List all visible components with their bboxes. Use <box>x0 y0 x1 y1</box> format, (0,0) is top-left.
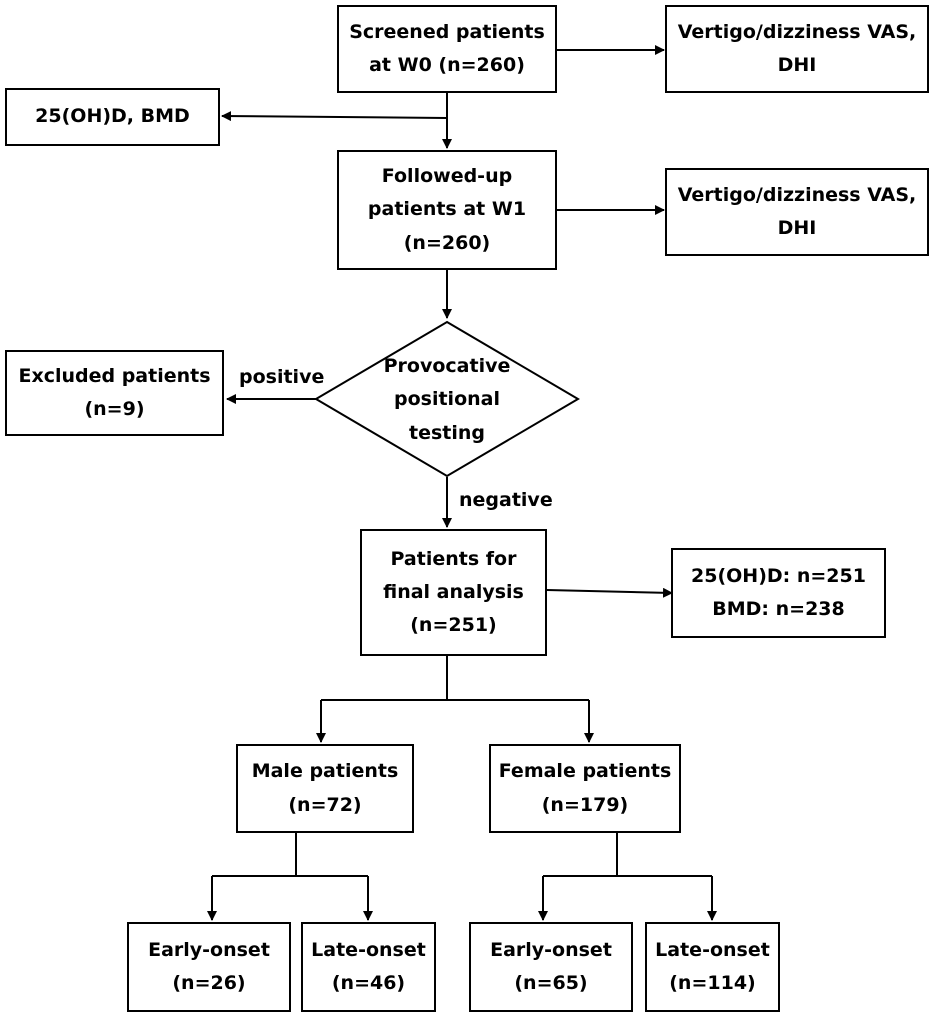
node-vas-w0: Vertigo/dizziness VAS, DHI <box>665 5 929 93</box>
arrow-final-to-counts <box>546 587 673 598</box>
node-female-early: Early-onset (n=65) <box>469 922 633 1012</box>
decision-diamond <box>314 320 580 478</box>
node-male-late: Late-onset (n=46) <box>301 922 436 1012</box>
edge-label-positive: positive <box>239 366 325 388</box>
node-female-late: Late-onset (n=114) <box>645 922 780 1012</box>
node-ohd-bmd: 25(OH)D, BMD <box>5 88 220 146</box>
arrow-to-ohd-bmd <box>221 111 448 122</box>
node-male: Male patients (n=72) <box>236 744 414 833</box>
node-excluded: Excluded patients (n=9) <box>5 350 224 436</box>
node-final: Patients for final analysis (n=251) <box>360 529 547 656</box>
node-male-early: Early-onset (n=26) <box>127 922 291 1012</box>
node-testing: Provocative positional testing <box>383 355 511 444</box>
node-screened: Screened patients at W0 (n=260) <box>337 5 557 93</box>
node-vas-w1: Vertigo/dizziness VAS, DHI <box>665 168 929 256</box>
node-female: Female patients (n=179) <box>489 744 681 833</box>
node-final-counts: 25(OH)D: n=251 BMD: n=238 <box>671 548 886 638</box>
node-followed: Followed-up patients at W1 (n=260) <box>337 150 557 270</box>
edge-label-negative: negative <box>459 489 553 511</box>
